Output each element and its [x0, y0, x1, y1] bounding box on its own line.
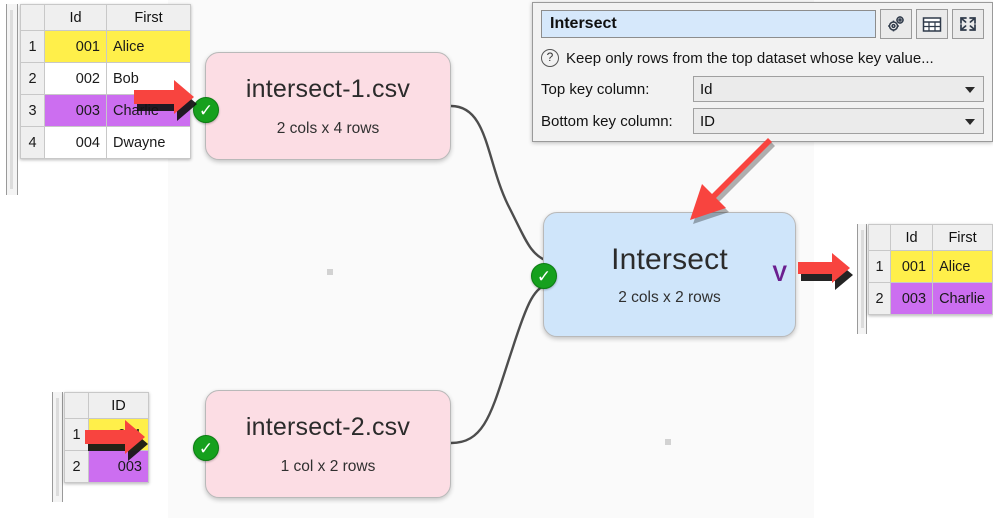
expand-icon — [960, 17, 976, 31]
question-icon[interactable]: ? — [541, 49, 559, 67]
cell-id[interactable]: 003 — [44, 94, 107, 127]
bottom-key-column-select[interactable]: ID — [693, 108, 984, 134]
table-corner — [867, 224, 892, 251]
cell-id[interactable]: 003 — [890, 282, 934, 315]
table-row[interactable]: 1 001 — [64, 418, 149, 451]
cell-id[interactable]: 004 — [44, 126, 107, 159]
table-header-row: Id First — [20, 4, 191, 31]
node-subtitle: 1 col x 2 rows — [280, 457, 376, 475]
chevron-down-icon — [965, 87, 975, 93]
help-row: ? Keep only rows from the top dataset wh… — [541, 46, 984, 70]
node-intersect-1-csv[interactable]: intersect-1.csv 2 cols x 4 rows ✓ — [193, 52, 451, 160]
row-number: 4 — [20, 126, 45, 159]
table-row[interactable]: 2 003 Charlie — [867, 282, 993, 315]
cell-id[interactable]: 003 — [88, 450, 149, 483]
row-number: 1 — [64, 418, 89, 451]
variable-badge: V — [772, 261, 787, 286]
row-number: 2 — [64, 450, 89, 483]
column-header[interactable]: Id — [44, 4, 107, 31]
column-header[interactable]: First — [106, 4, 191, 31]
options-button[interactable] — [880, 9, 912, 39]
table-row[interactable]: 2 003 — [64, 450, 149, 483]
table-scrollbar-bottom-left[interactable] — [52, 392, 63, 502]
row-number: 3 — [20, 94, 45, 127]
node-subtitle: 2 cols x 2 rows — [618, 288, 721, 306]
cell-first[interactable]: Charlie — [932, 282, 993, 315]
bottom-key-column-value: ID — [700, 112, 715, 130]
top-key-column-select[interactable]: Id — [693, 76, 984, 102]
cell-first[interactable]: Charlie — [106, 94, 191, 127]
chevron-down-icon — [965, 119, 975, 125]
cell-first[interactable]: Bob — [106, 62, 191, 95]
cell-id[interactable]: 001 — [88, 418, 149, 451]
table-row[interactable]: 4 004 Dwayne — [20, 126, 191, 159]
input-table-bottom[interactable]: ID 1 001 2 003 — [64, 392, 149, 483]
status-ok-icon: ✓ — [531, 263, 557, 289]
node-title: Intersect — [611, 242, 728, 276]
cell-first[interactable]: Dwayne — [106, 126, 191, 159]
column-header[interactable]: Id — [890, 224, 934, 251]
cell-id[interactable]: 001 — [44, 30, 107, 63]
operation-name-input[interactable]: Intersect — [541, 10, 876, 38]
table-corner — [64, 392, 89, 419]
help-text: Keep only rows from the top dataset whos… — [566, 49, 934, 67]
table-row[interactable]: 1 001 Alice — [867, 250, 993, 283]
node-title: intersect-2.csv — [245, 412, 411, 441]
cell-id[interactable]: 001 — [890, 250, 934, 283]
table-icon — [922, 16, 942, 32]
cell-first[interactable]: Alice — [932, 250, 993, 283]
status-ok-icon: ✓ — [193, 435, 219, 461]
input-table-top[interactable]: Id First 1 001 Alice 2 002 Bob 3 003 Cha… — [20, 4, 191, 159]
top-key-column-value: Id — [700, 80, 713, 98]
status-ok-icon: ✓ — [193, 97, 219, 123]
row-number: 1 — [867, 250, 892, 283]
table-header-row: ID — [64, 392, 149, 419]
row-number: 2 — [867, 282, 892, 315]
top-key-column-label: Top key column: — [541, 80, 650, 98]
table-row[interactable]: 3 003 Charlie — [20, 94, 191, 127]
node-title: intersect-1.csv — [245, 74, 411, 103]
cell-first[interactable]: Alice — [106, 30, 191, 63]
output-table[interactable]: Id First 1 001 Alice 2 003 Charlie — [867, 224, 993, 315]
gears-icon — [888, 16, 904, 32]
settings-title-row: Intersect — [541, 9, 984, 39]
show-table-button[interactable] — [916, 9, 948, 39]
table-header-row: Id First — [867, 224, 993, 251]
top-key-column-row: Top key column: Id — [541, 76, 984, 102]
row-number: 1 — [20, 30, 45, 63]
cell-id[interactable]: 002 — [44, 62, 107, 95]
node-intersect-2-csv[interactable]: intersect-2.csv 1 col x 2 rows ✓ — [193, 390, 451, 498]
table-corner — [20, 4, 45, 31]
operation-settings-panel[interactable]: Intersect — [532, 2, 993, 142]
maximize-button[interactable] — [952, 9, 984, 39]
table-scrollbar-right[interactable] — [857, 224, 867, 334]
row-number: 2 — [20, 62, 45, 95]
table-row[interactable]: 1 001 Alice — [20, 30, 191, 63]
node-subtitle: 2 cols x 4 rows — [276, 119, 380, 137]
column-header[interactable]: First — [932, 224, 993, 251]
grid-dot — [665, 439, 671, 445]
node-intersect-operation[interactable]: Intersect 2 cols x 2 rows ✓ V — [531, 212, 796, 337]
grid-dot — [327, 269, 333, 275]
table-row[interactable]: 2 002 Bob — [20, 62, 191, 95]
column-header[interactable]: ID — [88, 392, 149, 419]
bottom-key-column-label: Bottom key column: — [541, 112, 673, 130]
table-scrollbar-left[interactable] — [6, 4, 18, 195]
bottom-key-column-row: Bottom key column: ID — [541, 108, 984, 134]
